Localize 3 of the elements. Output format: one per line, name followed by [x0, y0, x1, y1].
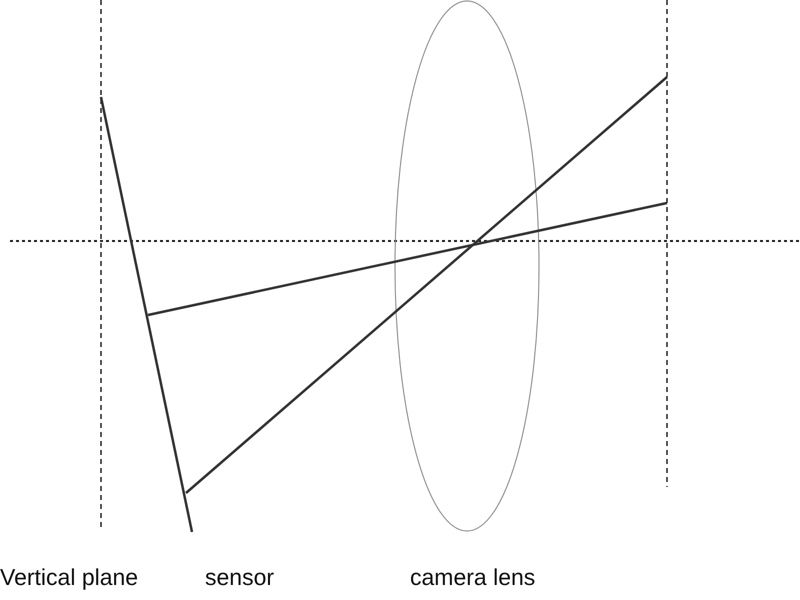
caption-label: sensor [205, 566, 274, 589]
caption-label: camera lens [410, 566, 536, 589]
caption-label: Vertical plane [0, 566, 138, 589]
